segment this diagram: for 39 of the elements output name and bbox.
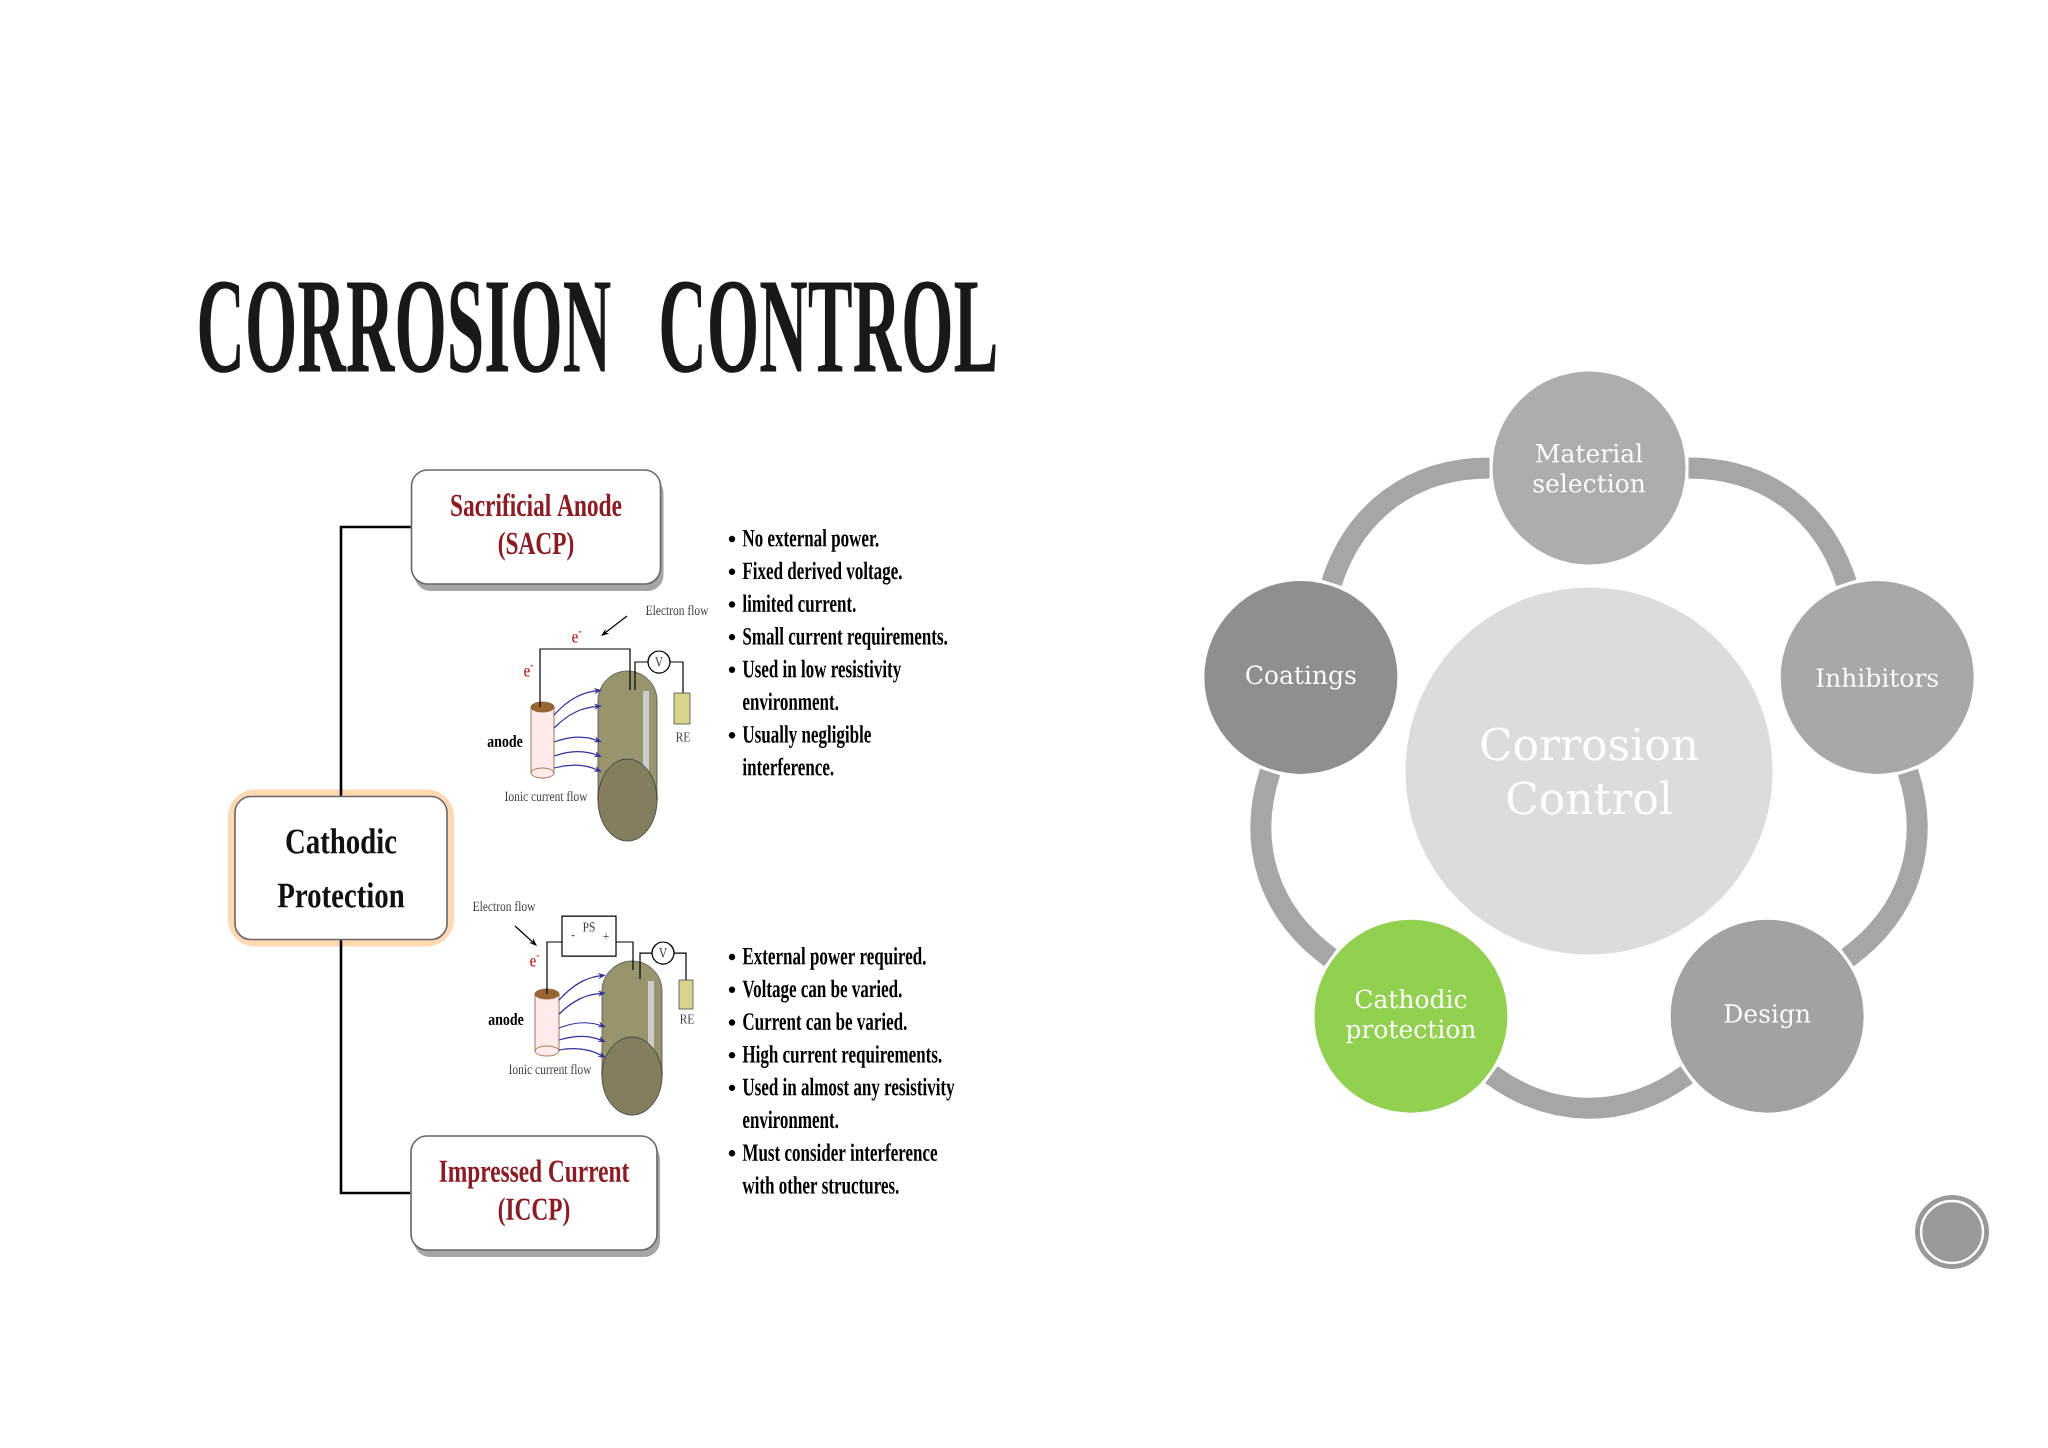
diagram-label: Ionic current flow xyxy=(509,1064,592,1074)
bullet-item: External power required. xyxy=(728,947,926,970)
connector xyxy=(1250,769,1337,966)
bullet-item: Current can be varied. xyxy=(728,1012,907,1031)
bullet-item: limited current. xyxy=(728,594,856,613)
process-box: Impressed Current (ICCP) xyxy=(410,1135,660,1258)
bullet-item: Used in low resistivity environment. xyxy=(728,659,902,711)
connector xyxy=(339,525,411,796)
diagram-label: PS xyxy=(582,922,595,932)
process-box: Sacrificial Anode (SACP) xyxy=(410,469,664,591)
diagram-label: anode xyxy=(487,735,523,747)
diagram-label: RE xyxy=(680,1014,694,1024)
diagram-label: - xyxy=(571,935,575,937)
connector xyxy=(1485,1065,1693,1119)
diagram-label: RE xyxy=(676,732,690,742)
diagram-label: + xyxy=(603,933,609,940)
connector xyxy=(1688,457,1857,587)
diagram-label: Electron flow xyxy=(645,605,709,615)
diagram-label: e$^{-}$ xyxy=(530,955,540,967)
diagram-label: V xyxy=(655,657,663,667)
diagram-label: e$^{-}$ xyxy=(524,665,534,677)
title: CORROSION CONTROL xyxy=(199,281,996,373)
diagram-label: anode xyxy=(488,1013,524,1025)
bullet-item: High current requirements. xyxy=(728,1045,942,1068)
diagram-label: V xyxy=(659,948,667,958)
bullet-item: Small current requirements. xyxy=(728,627,948,650)
bullet-item: No external power. xyxy=(728,529,879,552)
bullet-item: Fixed derived voltage. xyxy=(728,561,902,585)
bullet-item: Must consider interference with other structures. xyxy=(728,1143,938,1194)
connector xyxy=(339,940,411,1195)
connector xyxy=(1321,457,1490,587)
diagram-label: e$^{-}$ xyxy=(572,631,582,643)
bullet-item: Voltage can be varied. xyxy=(728,979,902,1003)
diagram-label: Ionic current flow xyxy=(505,791,588,801)
diagram-label: Electron flow xyxy=(472,901,536,911)
bullet-item: Usually negligible interference. xyxy=(728,725,871,776)
process-box: Cathodic Protection xyxy=(228,789,454,947)
bullet-item: Used in almost any resistivity environment. xyxy=(728,1077,955,1129)
connector xyxy=(1841,769,1928,966)
